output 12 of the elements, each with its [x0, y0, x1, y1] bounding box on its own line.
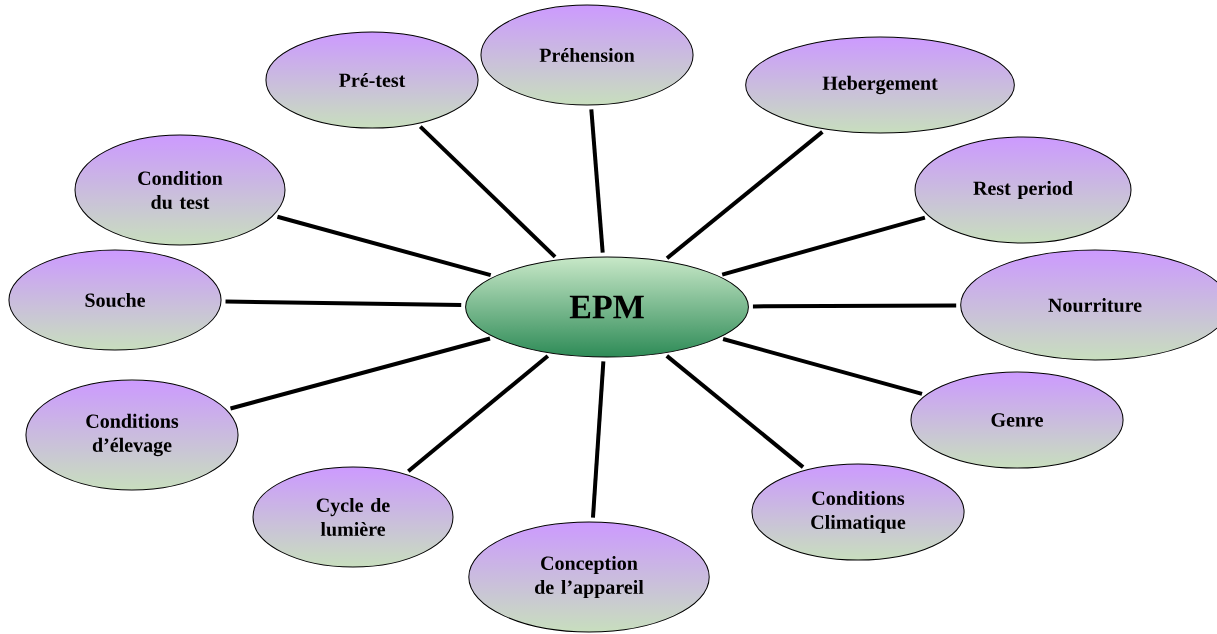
- connector-line: [722, 337, 923, 396]
- connector-line: [752, 303, 957, 309]
- connector-line: [230, 336, 491, 411]
- connector-line: [589, 109, 605, 253]
- connector-line: [276, 214, 492, 278]
- connector-line: [665, 354, 805, 469]
- connector-line: [407, 354, 550, 473]
- connector-line: [225, 299, 462, 307]
- connector-line: [665, 130, 824, 260]
- connector-line: [418, 125, 557, 259]
- connector-line: [721, 215, 926, 277]
- connector-line: [590, 361, 606, 518]
